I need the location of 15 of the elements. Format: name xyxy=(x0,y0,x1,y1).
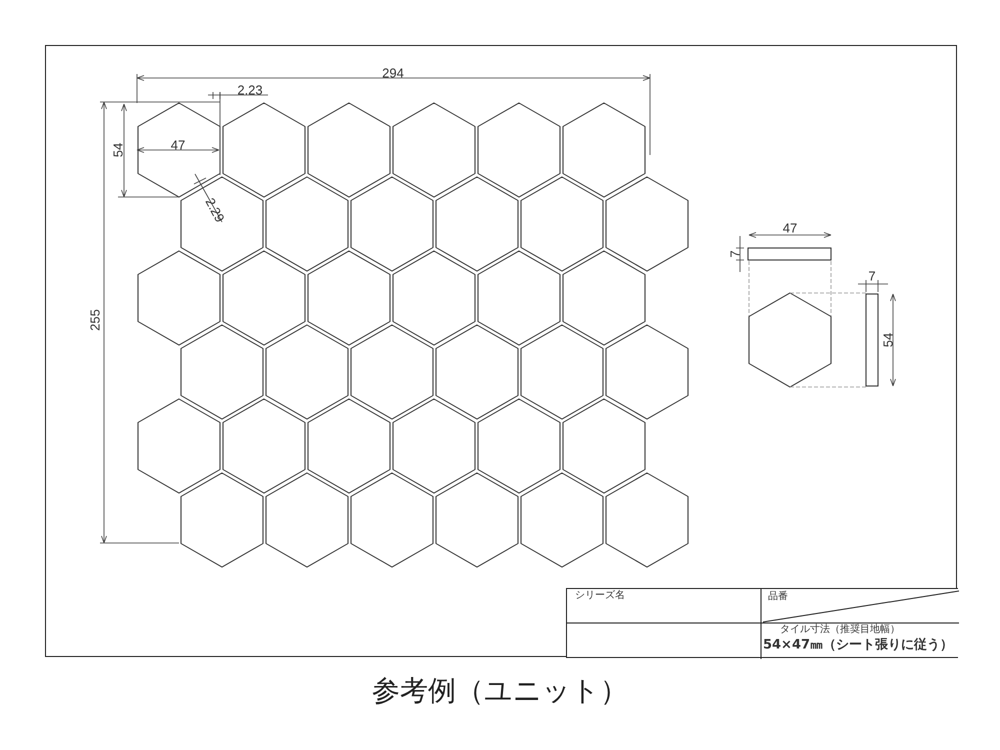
dimension-label: 7 xyxy=(728,250,742,258)
dimension-label: 47 xyxy=(782,222,798,234)
dimension-label: 294 xyxy=(382,66,404,80)
dimension-label: 7 xyxy=(868,270,876,282)
dimension-label: 2.29 xyxy=(203,196,227,224)
dimension-label: 2.23 xyxy=(237,84,263,96)
dimension-label: タイル寸法（推奨目地幅） xyxy=(780,625,900,635)
dimension-label: シリーズ名 xyxy=(575,591,625,601)
caption: 参考例（ユニット） xyxy=(371,673,629,709)
dimension-label: 品番 xyxy=(768,592,788,602)
dimension-label: 47 xyxy=(170,138,186,152)
dimension-label: 255 xyxy=(88,309,102,331)
dimension-label: 54 xyxy=(112,142,124,158)
dimension-label: 54×47㎜（シート張りに従う） xyxy=(762,638,954,652)
dimension-label: 54 xyxy=(882,332,894,348)
